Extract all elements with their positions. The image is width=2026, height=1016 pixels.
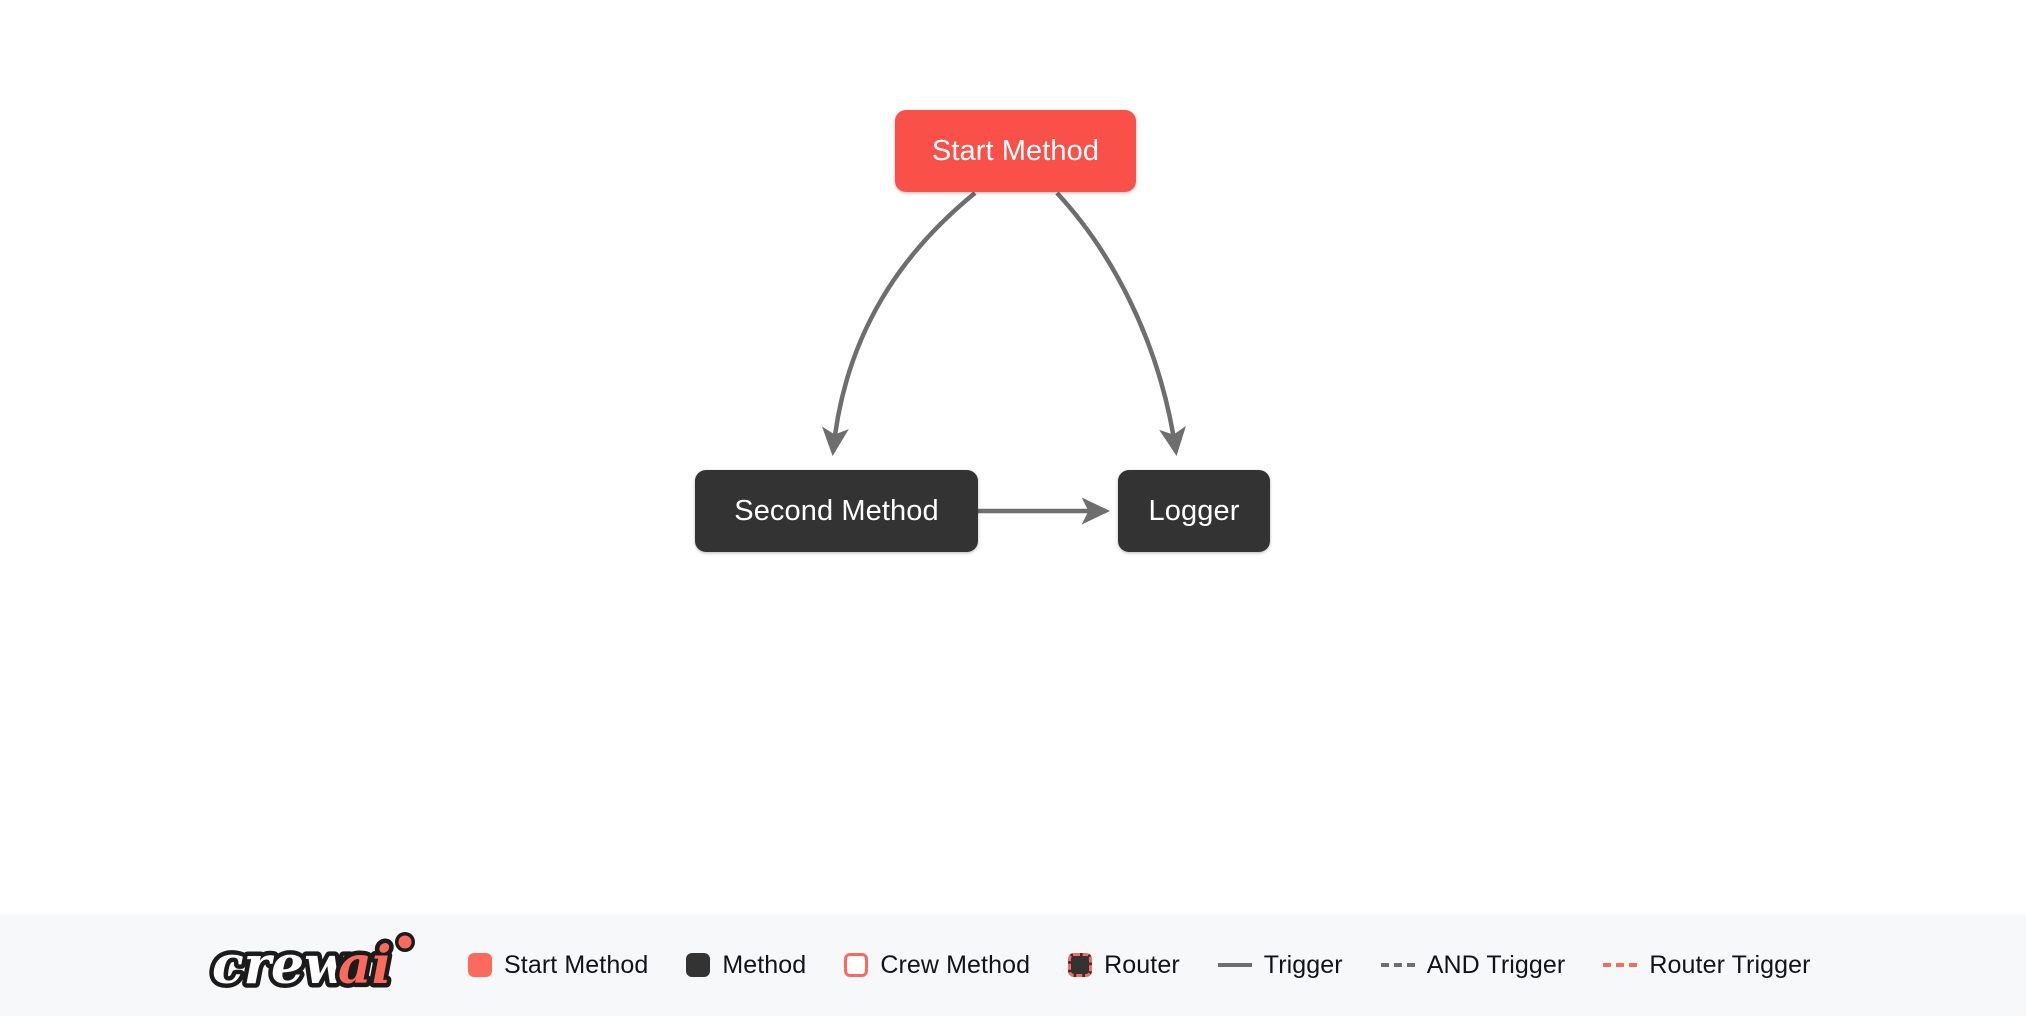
node-label: Second Method	[734, 494, 939, 527]
legend-items: Start Method Method Crew Method Router T…	[468, 950, 1811, 979]
router-swatch-icon	[1068, 953, 1093, 977]
legend-label: Crew Method	[880, 950, 1031, 979]
legend-label: Start Method	[504, 950, 649, 979]
svg-text:crew: crew	[212, 935, 351, 996]
legend-bar: crew crew ai ai Start Method Method Crew…	[0, 914, 2026, 1016]
crew-method-swatch-icon	[844, 953, 869, 977]
legend-item-and-trigger: AND Trigger	[1380, 950, 1566, 979]
legend-label: Trigger	[1263, 950, 1343, 979]
router-trigger-line-icon	[1603, 963, 1638, 967]
flow-canvas[interactable]: Start Method Second Method Logger	[0, 0, 2026, 914]
legend-label: Router	[1104, 950, 1180, 979]
legend-item-method: Method	[686, 950, 807, 979]
legend-item-start-method: Start Method	[468, 950, 649, 979]
svg-text:ai: ai	[338, 935, 391, 996]
svg-text:crew: crew	[212, 935, 351, 996]
node-logger[interactable]: Logger	[1118, 470, 1270, 552]
method-swatch-icon	[686, 953, 711, 977]
start-method-swatch-icon	[468, 953, 492, 977]
node-label: Logger	[1148, 494, 1240, 527]
trigger-line-icon	[1217, 963, 1252, 967]
node-label: Start Method	[931, 134, 1100, 167]
crewai-logo: crew crew ai ai	[208, 931, 415, 1001]
edge-start-to-second	[821, 191, 977, 457]
legend-item-router: Router	[1068, 950, 1180, 979]
legend-label: Router Trigger	[1649, 950, 1811, 979]
legend-label: Method	[722, 950, 807, 979]
and-trigger-line-icon	[1380, 963, 1415, 967]
legend-item-crew-method: Crew Method	[844, 950, 1031, 979]
legend-label: AND Trigger	[1426, 950, 1566, 979]
legend-item-router-trigger: Router Trigger	[1603, 950, 1811, 979]
legend-item-trigger: Trigger	[1217, 950, 1343, 979]
svg-text:ai: ai	[338, 935, 391, 996]
edge-start-to-logger	[1055, 191, 1186, 457]
node-start-method[interactable]: Start Method	[895, 110, 1136, 192]
node-second-method[interactable]: Second Method	[695, 470, 978, 552]
